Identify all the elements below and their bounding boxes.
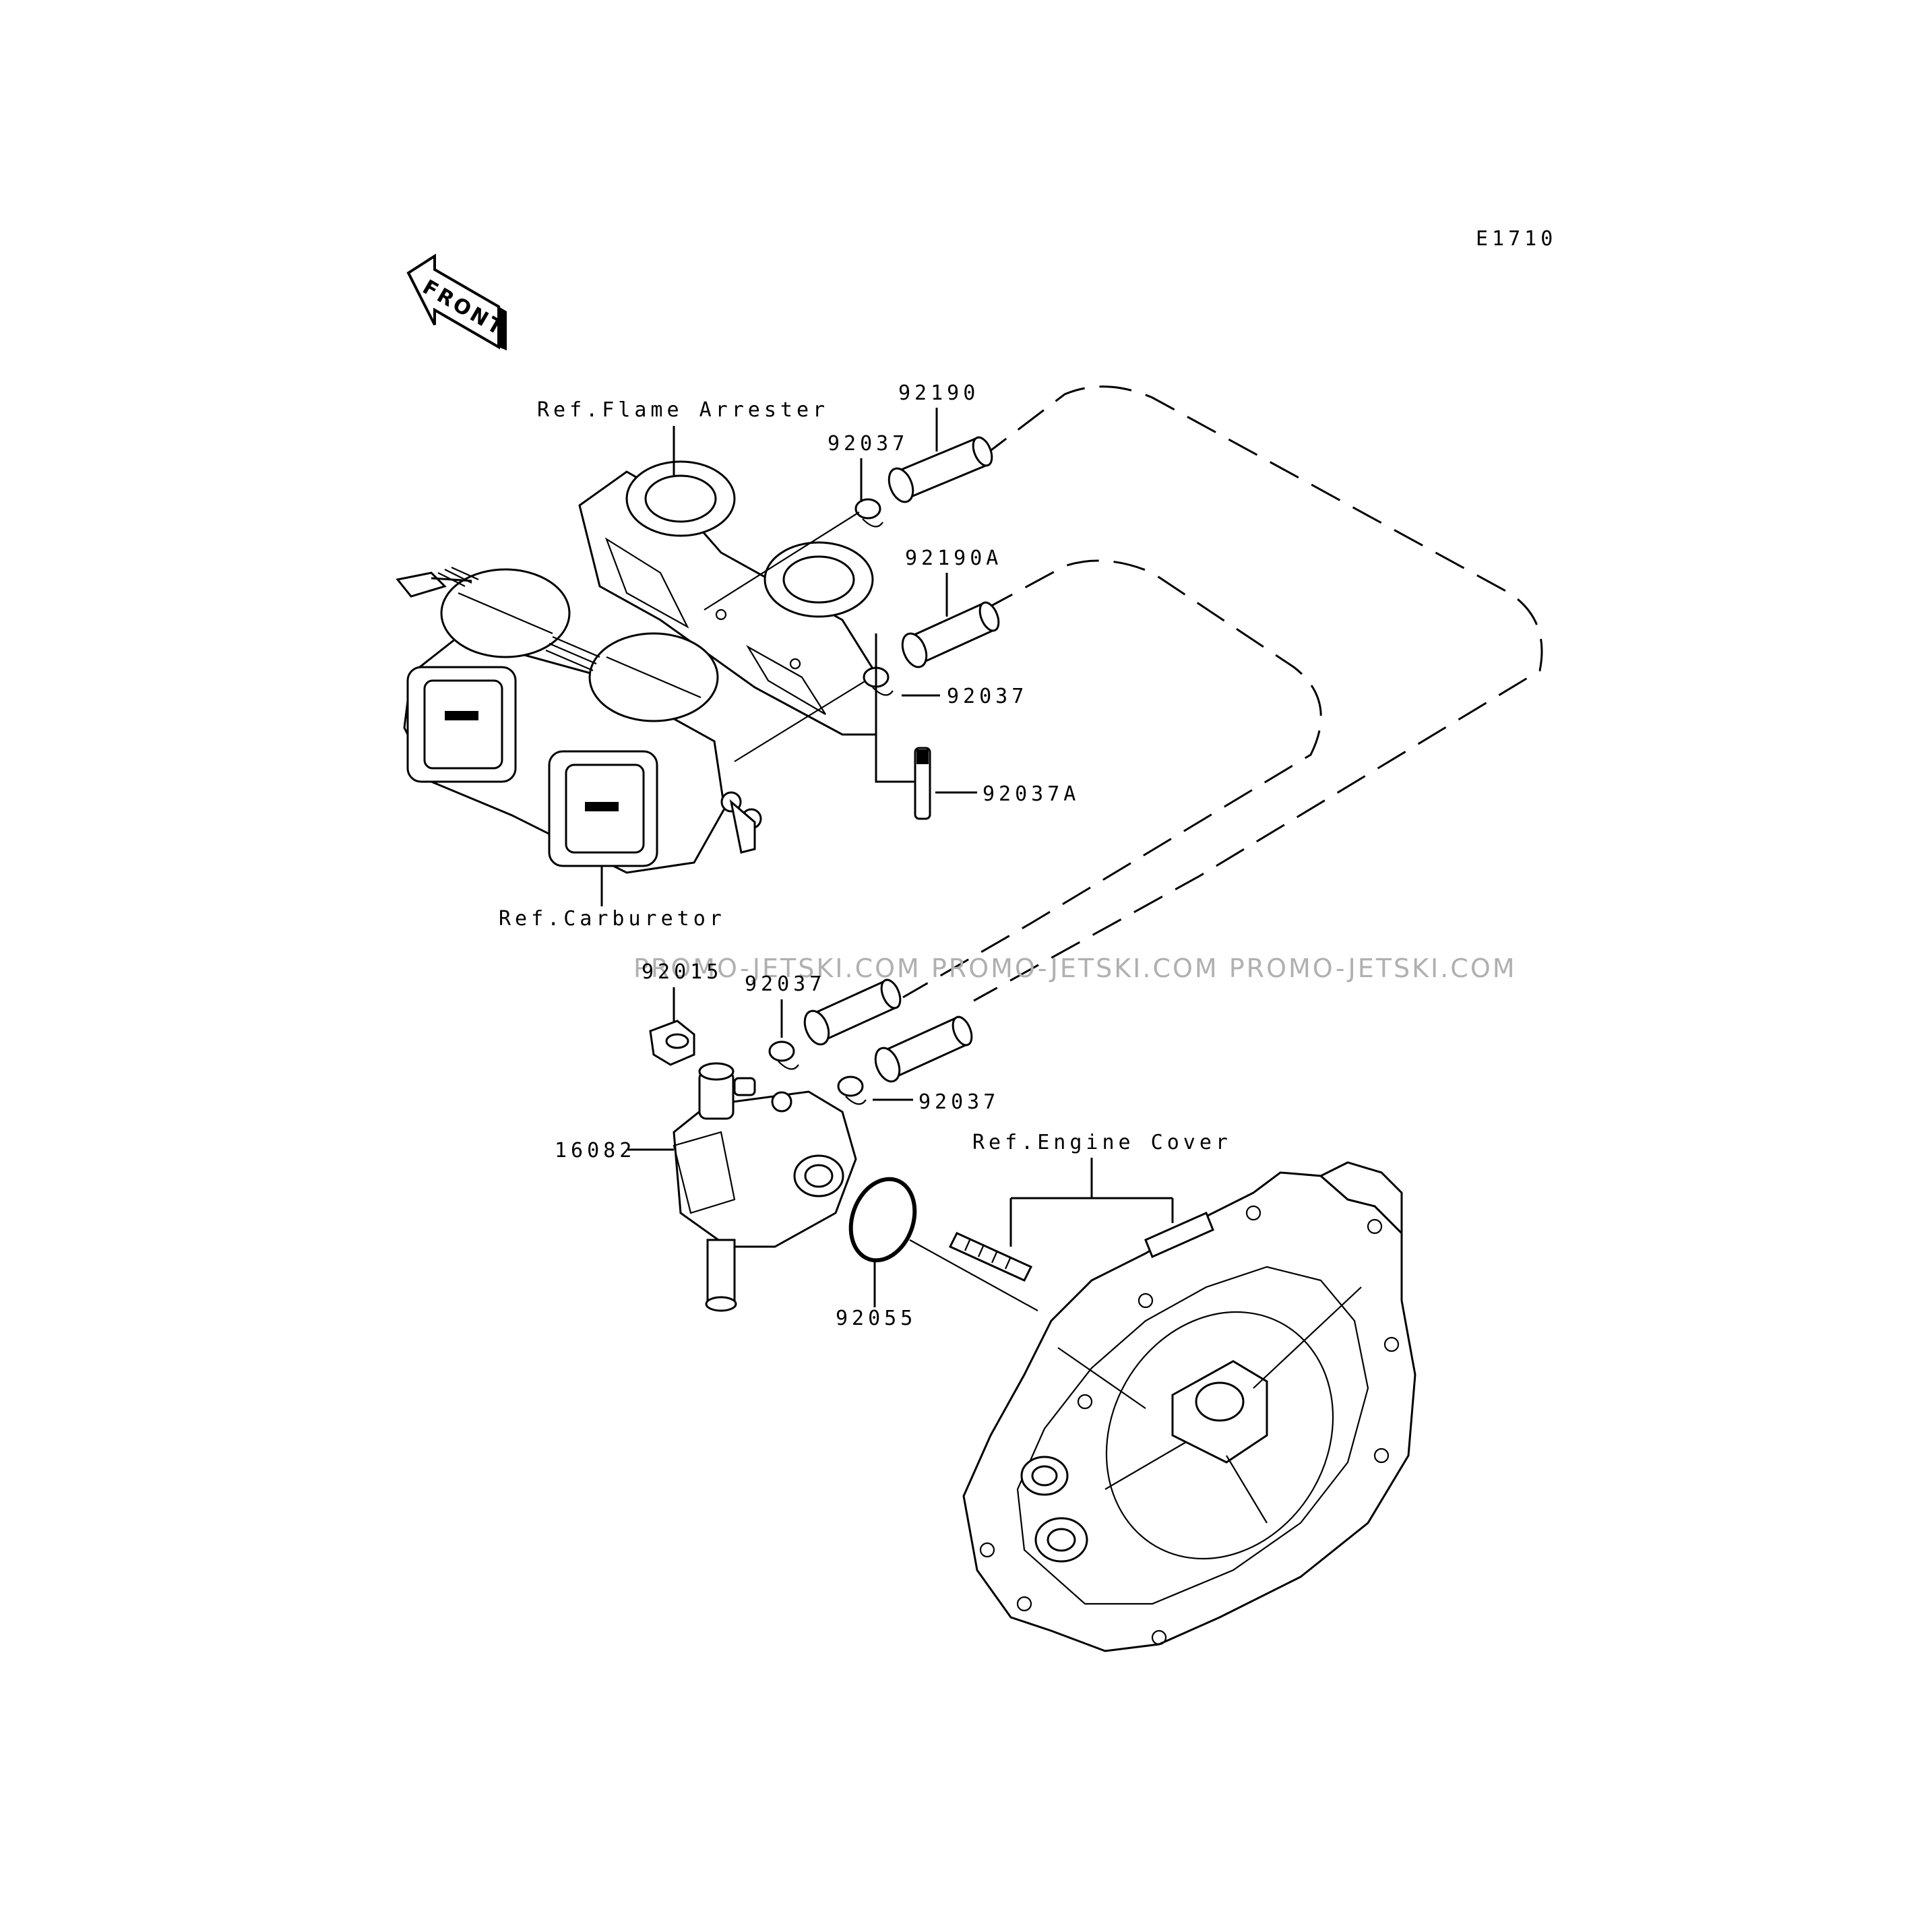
hose-92190 (887, 436, 993, 503)
stud-bolt (948, 1232, 1033, 1282)
hose-routing-lines (902, 385, 1543, 1002)
clamp-92037-lower-left (768, 1040, 799, 1070)
part-92037-lower-left-label: 92037 (745, 972, 825, 996)
clip-92037a (914, 747, 931, 820)
engine-cover (962, 1161, 1416, 1652)
ref-engine-cover-label: Ref.Engine Cover (972, 1131, 1232, 1154)
ref-flame-arrester-label: Ref.Flame Arrester (537, 398, 829, 422)
part-92190a-label: 92190A (905, 547, 1002, 570)
flame-arrester (578, 460, 877, 736)
part-16082-label: 16082 (555, 1139, 635, 1162)
part-92037-lower-right-label: 92037 (918, 1090, 999, 1114)
clamp-92037-lower-right (837, 1076, 867, 1105)
part-92037a-label: 92037A (983, 782, 1080, 806)
part-92055-label: 92055 (836, 1307, 916, 1330)
watermark: PROMO-JETSKI.COM PROMO-JETSKI.COM PROMO-… (633, 954, 1517, 983)
carburetor-assembly (396, 566, 762, 874)
clamp-92037-top (854, 498, 883, 528)
part-92037-mid-label: 92037 (947, 685, 1028, 708)
ref-carburetor-label: Ref.Carburetor (499, 907, 726, 931)
front-arrow-icon: FRONT (406, 253, 509, 350)
fuel-pump-16082 (673, 1062, 857, 1312)
hose-lower-left (803, 978, 902, 1046)
diagram-code: E1710 (1476, 227, 1557, 251)
o-ring-92055 (848, 1177, 917, 1263)
part-92015-label: 92015 (642, 960, 722, 984)
part-92190-label: 92190 (898, 381, 979, 405)
part-92037-top-label: 92037 (828, 432, 908, 456)
cap-nut-92015 (649, 1020, 695, 1066)
hose-92190a (901, 601, 1000, 668)
hose-lower-right (874, 1016, 973, 1083)
